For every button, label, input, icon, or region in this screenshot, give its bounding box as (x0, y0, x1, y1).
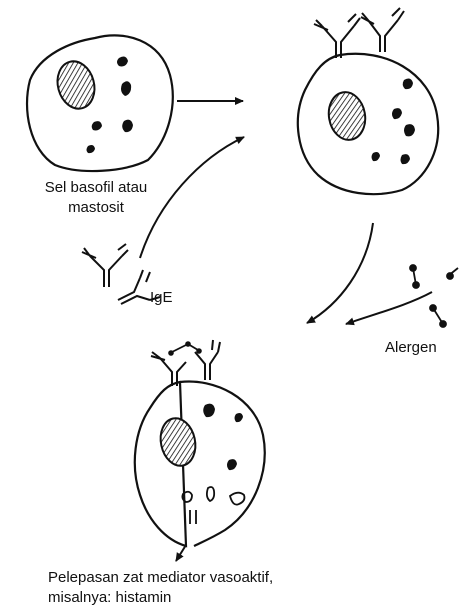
cell-label-line2: mastosit (30, 198, 162, 218)
free-allergens (410, 265, 458, 327)
cell-granules (372, 79, 416, 165)
mediator-release-line1: Pelepasan zat mediator vasoaktif, (48, 568, 273, 588)
cell-membrane (135, 381, 265, 546)
cross-linked-ige (151, 340, 220, 386)
basophil-cell-degranulating (135, 340, 265, 546)
cell-granules (87, 57, 134, 154)
allergen-label: Alergen (385, 338, 437, 358)
cell-granules (203, 404, 243, 470)
released-granules (182, 487, 244, 524)
cell-nucleus (52, 57, 99, 113)
arrow-mediator-release (176, 545, 186, 561)
ige-label: IgE (150, 288, 173, 308)
basophil-cell-sensitized (298, 8, 438, 194)
cell-nucleus (156, 415, 199, 469)
arrow-allergen-to-degranulating (346, 292, 432, 324)
cell-nucleus (325, 89, 369, 143)
bound-ige-antibody (314, 14, 360, 58)
cell-membrane (27, 35, 173, 171)
cell-label: Sel basofil atau mastosit (30, 178, 162, 218)
cell-membrane (298, 54, 438, 194)
cell-label-line1: Sel basofil atau (30, 178, 162, 198)
bound-ige-antibody (361, 8, 404, 52)
mediator-release-line2: misalnya: histamin (48, 588, 273, 608)
arrow-sensitized-to-degranulating (307, 223, 373, 323)
basophil-cell-resting (27, 35, 173, 171)
free-ige-antibodies (82, 244, 160, 304)
mediator-release-label: Pelepasan zat mediator vasoaktif, misaln… (48, 568, 273, 608)
